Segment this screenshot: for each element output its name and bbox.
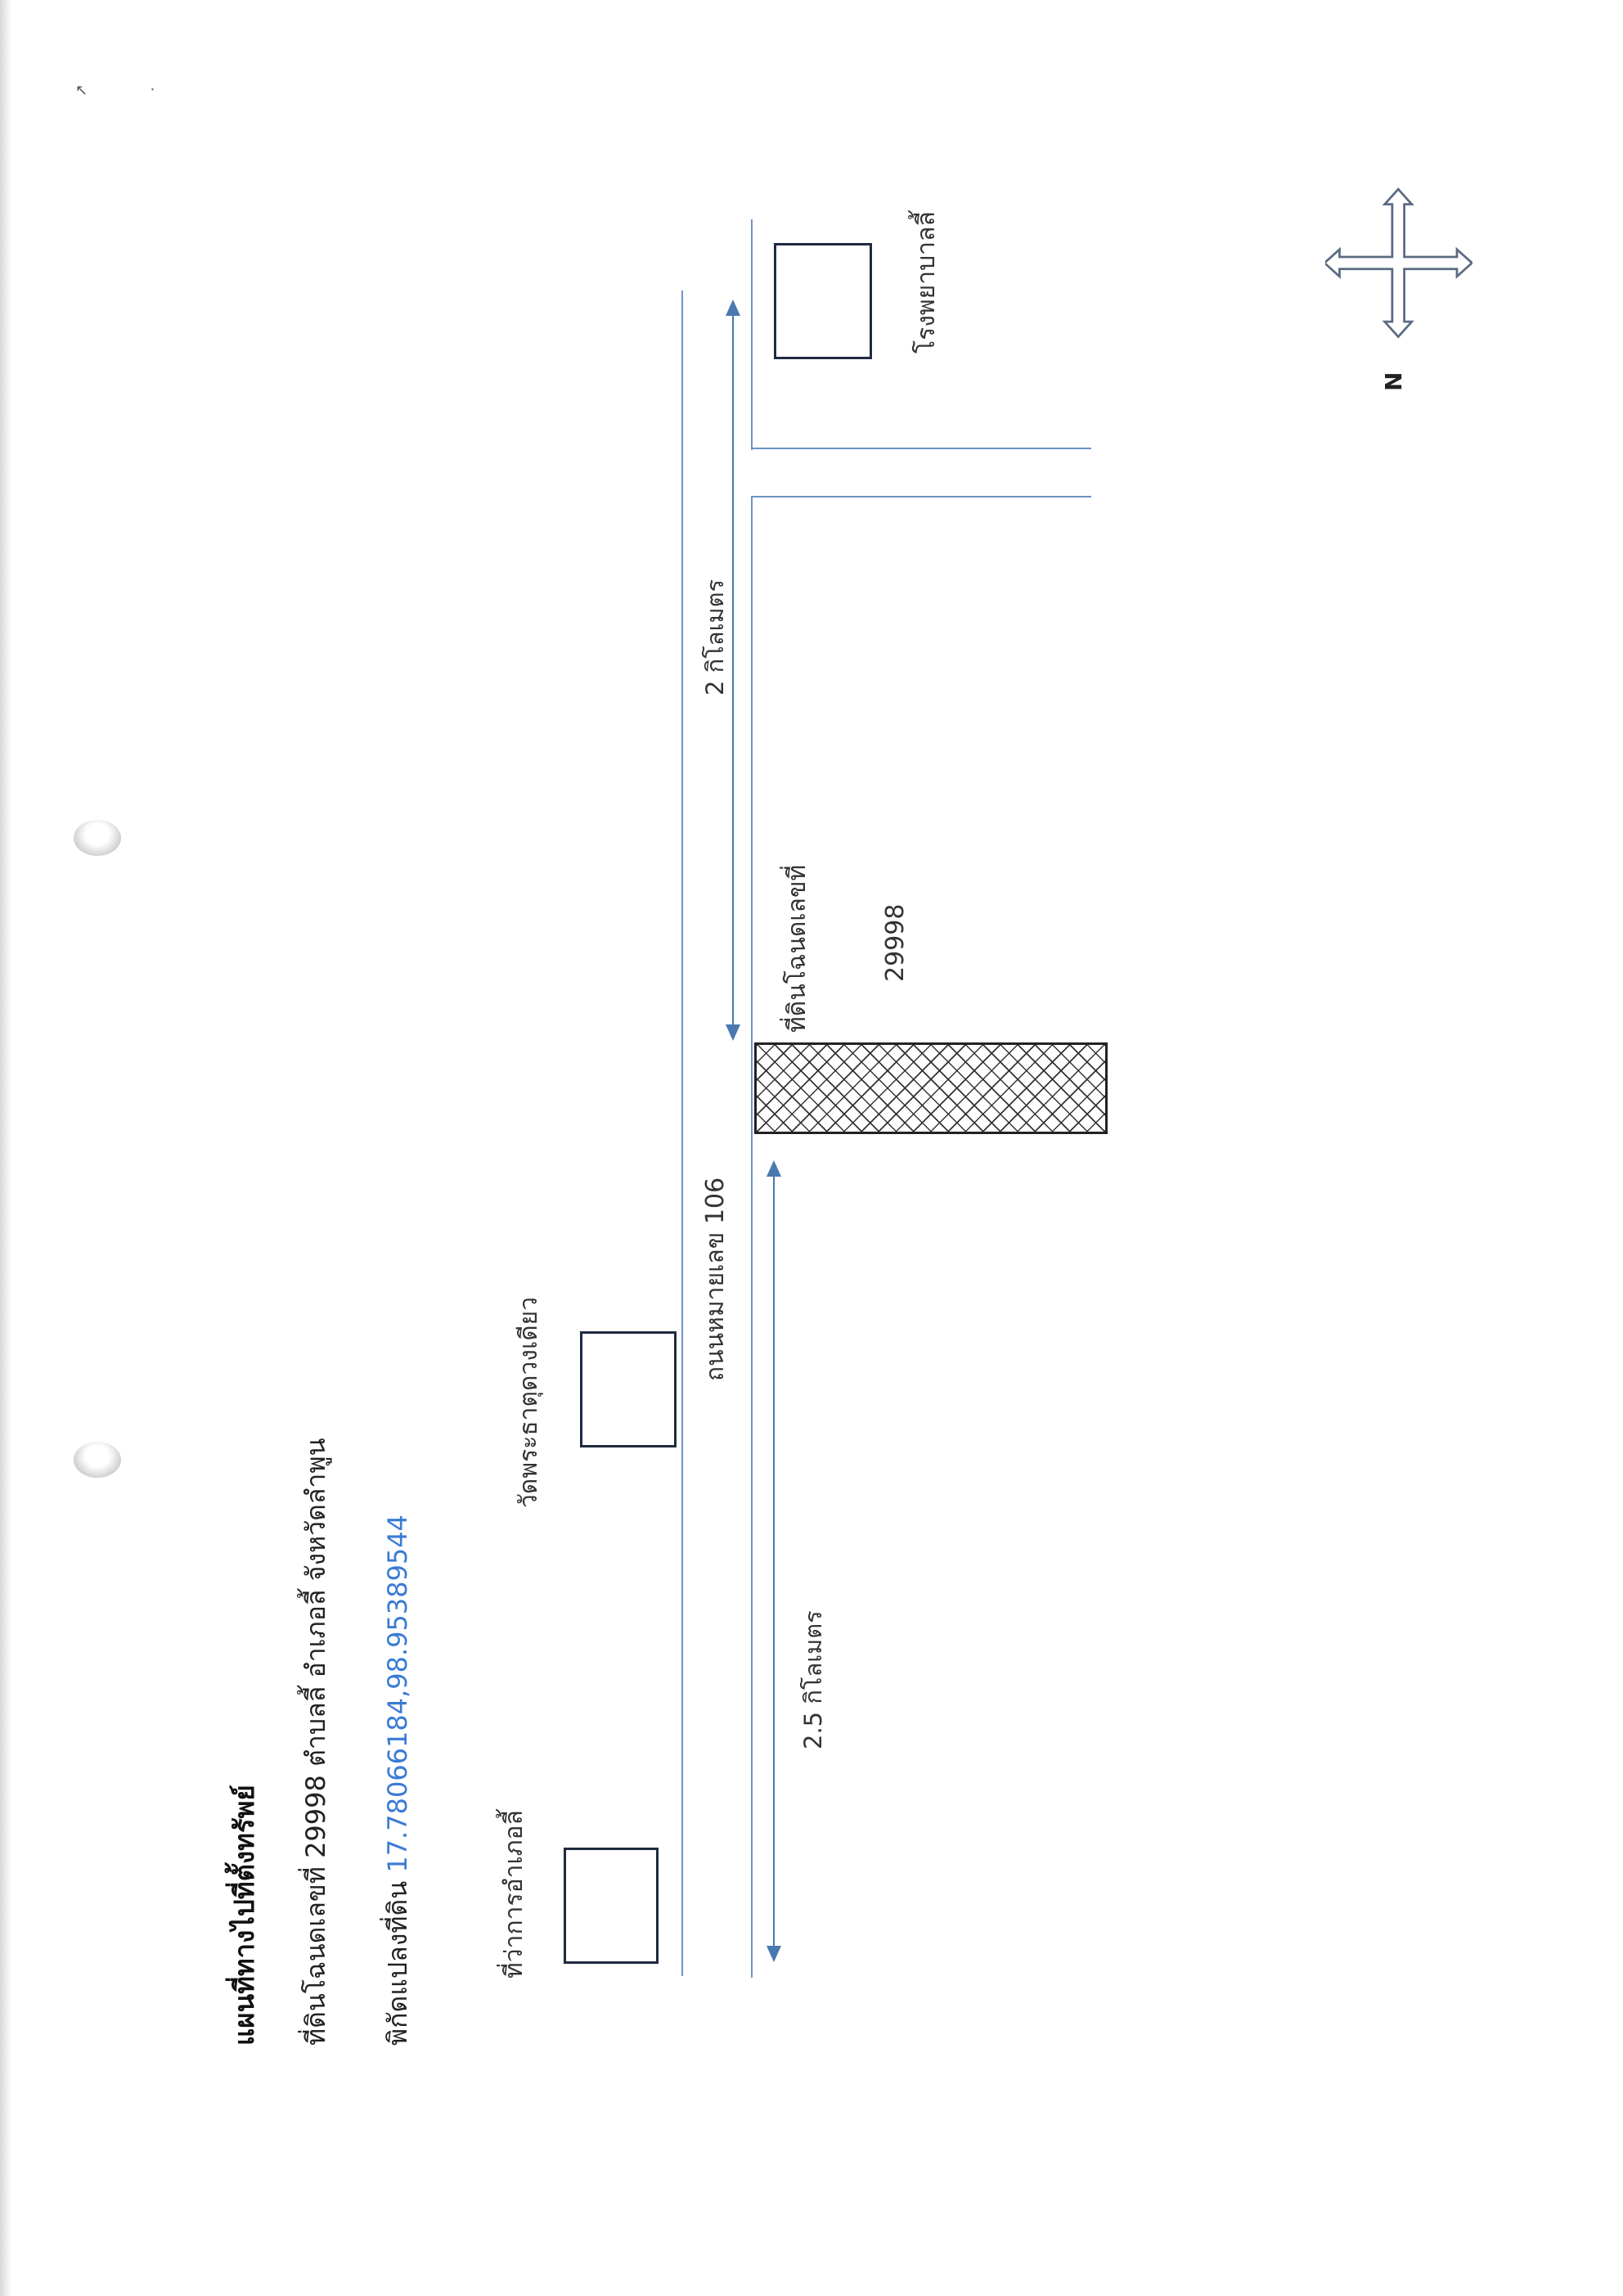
temple-label: วัดพระธาตุดวงเดียว <box>515 1296 543 1508</box>
road-right-edge-north <box>751 219 753 450</box>
road-right-edge-south <box>751 497 753 1978</box>
compass-icon <box>1325 187 1472 339</box>
side-road-south-edge <box>751 496 1091 497</box>
parcel-number: 29998 <box>881 903 910 982</box>
scan-mark: ㆍ <box>146 82 160 99</box>
punch-hole-bottom <box>74 1442 121 1478</box>
land-parcel[interactable] <box>754 1042 1108 1134</box>
hospital-marker <box>774 243 872 359</box>
side-road-north-edge <box>751 448 1091 449</box>
compass-north-label: N <box>1380 371 1407 391</box>
distance-arrow-hospital <box>726 299 740 1041</box>
scan-mark: ↖ <box>75 82 88 99</box>
hospital-label: โรงพยาบาลลี้ <box>912 211 941 353</box>
punch-hole-top <box>74 820 121 856</box>
road-left-edge <box>681 290 683 1976</box>
district-office-marker <box>564 1848 659 1964</box>
distance-hospital-label: 2 กิโลเมตร <box>701 579 729 696</box>
district-office-label: ที่ว่าการอำเภอลี้ <box>500 1810 528 1979</box>
parcel-label: ที่ดินโฉนดเลขที่ <box>783 864 812 1033</box>
temple-marker <box>580 1331 677 1447</box>
scan-edge-shadow <box>0 0 11 2296</box>
road-name-label: ถนนหมายเลข 106 <box>701 1177 730 1381</box>
distance-district-office-label: 2.5 กิโลเมตร <box>799 1610 827 1749</box>
distance-arrow-district-office <box>767 1160 781 1962</box>
